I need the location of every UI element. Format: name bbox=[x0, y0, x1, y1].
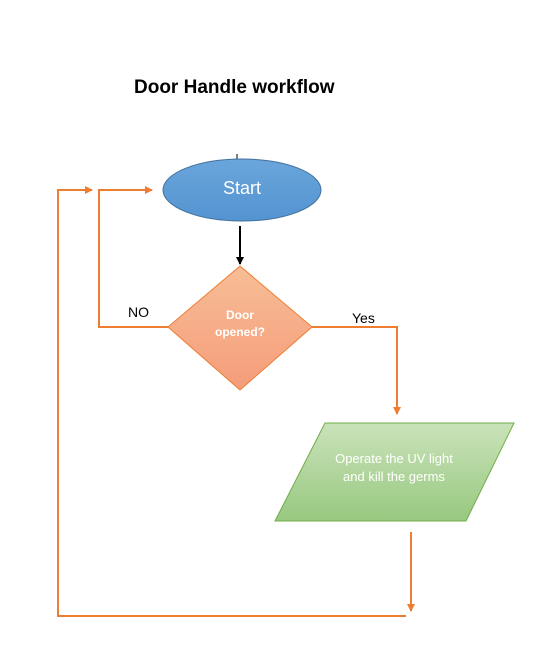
start-label: Start bbox=[223, 178, 261, 198]
decision-label-line1: Door bbox=[226, 308, 254, 322]
start-node: Start bbox=[162, 158, 322, 222]
decision-diamond bbox=[167, 265, 313, 391]
start-ellipse bbox=[162, 158, 322, 222]
decision-node: Door opened? bbox=[167, 265, 313, 391]
edge-label-no: NO bbox=[128, 304, 149, 320]
connector-no-loop bbox=[98, 186, 168, 328]
diagram-title: Door Handle workflow bbox=[134, 77, 335, 98]
process-node: Operate the UV light and kill the germs bbox=[274, 422, 515, 522]
connector-outer-loop bbox=[57, 186, 406, 617]
process-label-line2: and kill the germs bbox=[343, 469, 445, 484]
connector-yes-to-process bbox=[312, 326, 401, 415]
decision-label-line2: opened? bbox=[215, 325, 265, 339]
edge-label-yes: Yes bbox=[352, 310, 375, 326]
process-label-line1: Operate the UV light bbox=[335, 451, 453, 466]
process-parallelogram bbox=[274, 422, 515, 522]
